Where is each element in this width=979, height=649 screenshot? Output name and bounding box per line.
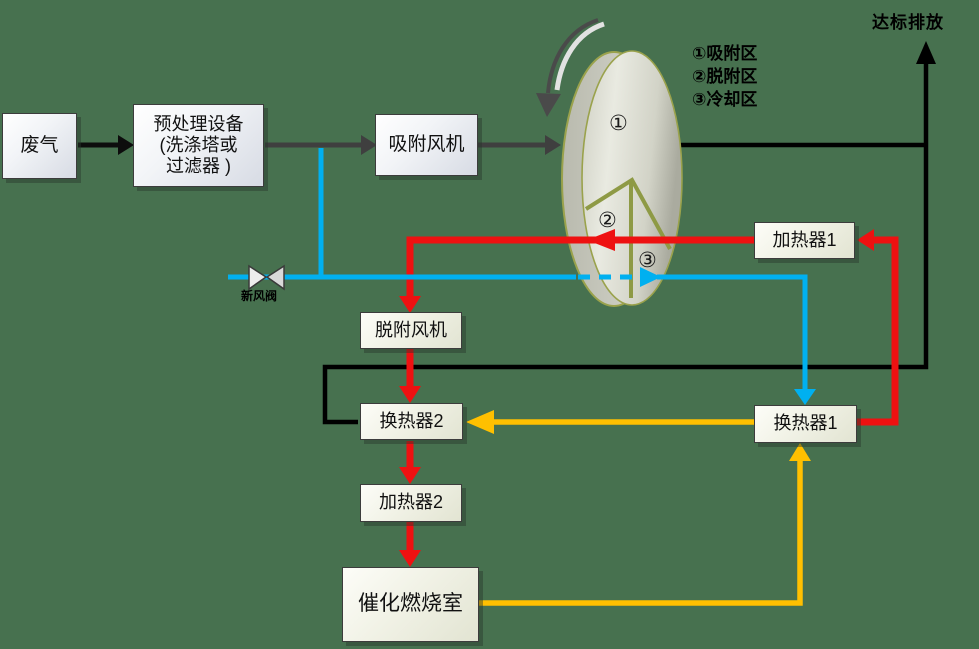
node-heater-1: 加热器1: [754, 222, 855, 259]
wheel-zone-3-label: ③: [638, 249, 657, 272]
node-adsorption-fan: 吸附风机: [375, 114, 478, 176]
wheel-zone-legend: ①吸附区 ②脱附区 ③冷却区: [692, 42, 757, 111]
fresh-air-valve-icon: [248, 264, 285, 291]
fresh-air-valve-label: 新风阀: [241, 289, 278, 303]
discharge-label: 达标排放: [872, 13, 944, 32]
node-waste-gas: 废气: [2, 113, 77, 179]
duct-arrows: [78, 135, 561, 155]
adsorption-wheel: [561, 50, 683, 307]
exhaust-heat-lines: [479, 419, 803, 606]
rotation-arrow-icon: [536, 18, 605, 117]
node-heater-2: 加热器2: [360, 484, 462, 522]
node-catalytic-combustion-chamber: 催化燃烧室: [342, 567, 479, 642]
wheel-zone-1-label: ①: [609, 112, 628, 135]
legend-item-adsorption-zone: ①吸附区: [692, 44, 758, 63]
hot-gas-arrowheads: [399, 229, 874, 567]
hx2-yellow-arrowhead: [466, 410, 494, 434]
node-desorption-fan: 脱附风机: [360, 312, 462, 349]
legend-item-desorption-zone: ②脱附区: [692, 67, 758, 86]
hx1-yellow-arrowhead: [789, 443, 811, 461]
discharge-arrowhead: [916, 41, 936, 64]
fresh-air-lines: [228, 148, 808, 391]
wheel-zone-2-label: ②: [598, 209, 617, 232]
legend-item-cooling-zone: ③冷却区: [692, 90, 758, 109]
node-heat-exchanger-2: 换热器2: [360, 403, 463, 440]
clean-air-discharge-line: [322, 54, 929, 425]
node-pretreatment: 预处理设备 (洗涤塔或 过滤器 ): [133, 104, 264, 187]
hx1-blue-arrowhead: [794, 389, 816, 405]
wheel-blue-arrowhead: [640, 267, 661, 287]
node-heat-exchanger-1: 换热器1: [754, 405, 857, 443]
